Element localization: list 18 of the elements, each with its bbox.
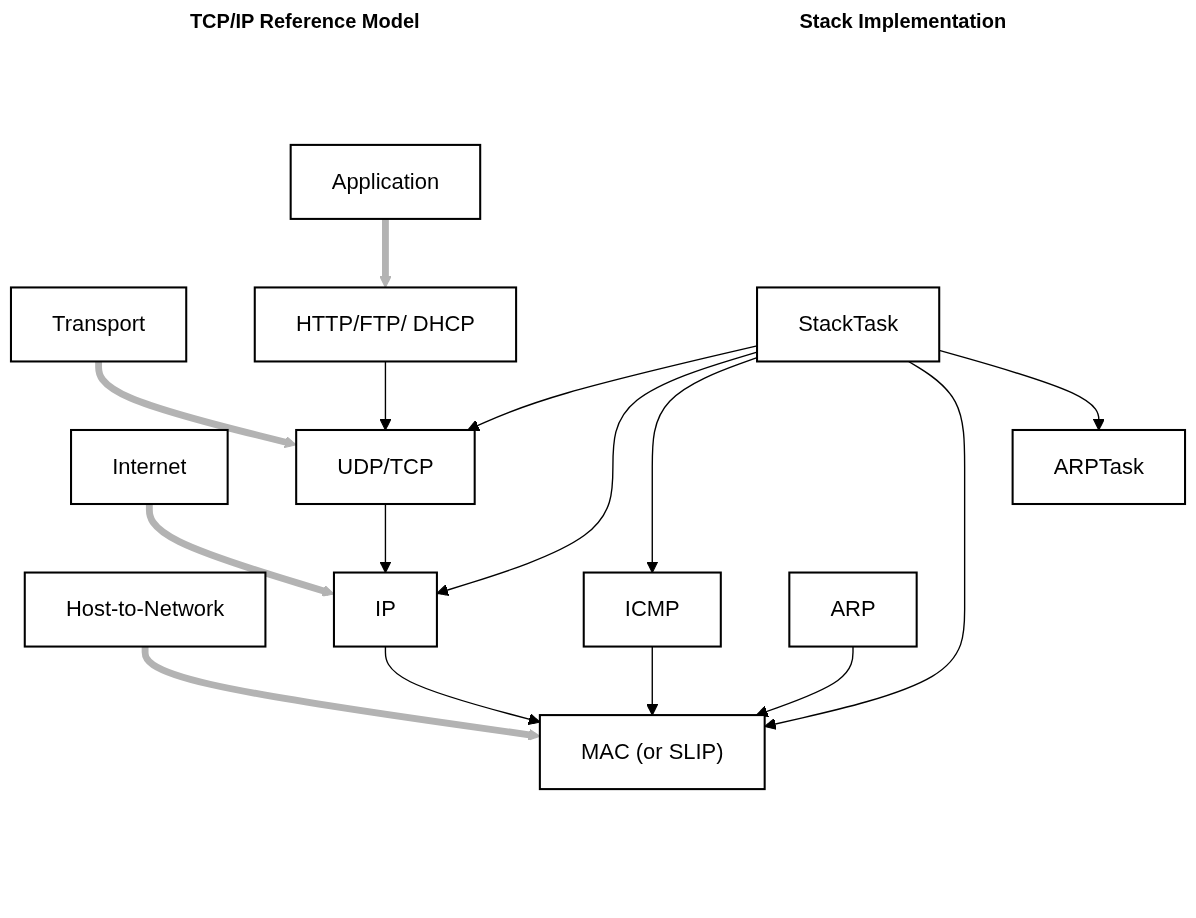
node-box: MAC (or SLIP) [538, 714, 766, 791]
arrow [95, 361, 297, 449]
node-box: ARP [788, 571, 918, 648]
column-heading: Stack Implementation [799, 10, 1007, 33]
node-box: Transport [9, 286, 188, 363]
node-box: UDP/TCP [295, 428, 476, 506]
node-box: ICMP [582, 571, 722, 648]
arrow [467, 345, 758, 432]
arrow [379, 218, 392, 288]
column-heading: TCP/IP Reference Model [189, 10, 420, 33]
node-box: IP [332, 571, 438, 648]
arrow [436, 351, 758, 596]
node-box: StackTask [756, 286, 941, 363]
node-box: Host-to-Network [23, 571, 267, 648]
node-box: Internet [70, 428, 229, 506]
node-box: Application [289, 143, 482, 220]
node-box: HTTP/FTP/ DHCP [253, 286, 518, 363]
node-box: ARPTask [1011, 428, 1187, 506]
